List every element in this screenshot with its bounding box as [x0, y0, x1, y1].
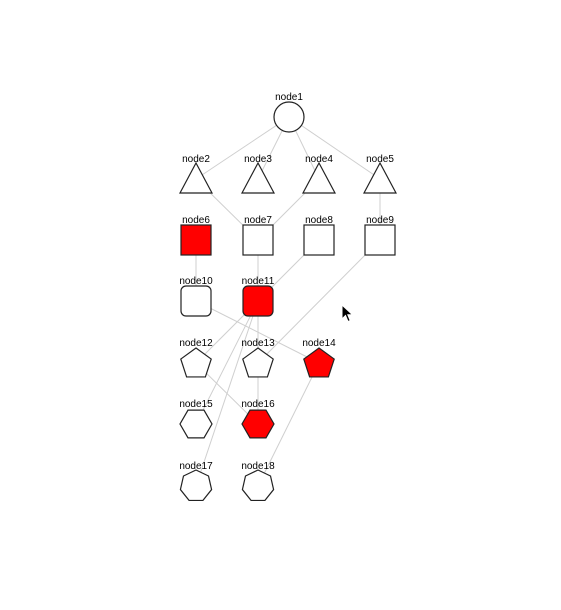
pentagon-shape-node14[interactable]	[303, 347, 335, 378]
graph-node-node11[interactable]: node11	[242, 276, 275, 317]
graph-node-node6[interactable]: node6	[180, 215, 212, 256]
graph-node-node17[interactable]: node17	[179, 461, 213, 502]
node-label: node15	[179, 399, 213, 410]
square-shape-node9[interactable]	[364, 224, 396, 256]
pentagon-shape-node13[interactable]	[242, 347, 274, 378]
graph-node-node9[interactable]: node9	[364, 215, 396, 256]
node-label: node11	[242, 276, 275, 287]
graph-node-node14[interactable]: node14	[302, 338, 336, 378]
triangle-shape-node3[interactable]	[241, 161, 275, 194]
graph-node-node12[interactable]: node12	[179, 338, 213, 378]
graph-node-node1[interactable]: node1	[273, 92, 305, 133]
graph-node-node13[interactable]: node13	[241, 338, 275, 378]
node-label: node18	[241, 461, 275, 472]
hexagon-shape-node16[interactable]	[241, 409, 275, 439]
node-label: node14	[302, 338, 336, 349]
square-shape-node7[interactable]	[242, 224, 274, 256]
rounded-square-shape-node11[interactable]	[242, 285, 274, 317]
circle-shape-node1[interactable]	[273, 101, 305, 133]
mouse-cursor-icon	[341, 304, 354, 323]
edge-node14-node18	[257, 362, 320, 487]
node-label: node13	[241, 338, 275, 349]
node-layer: node1 node2 node3 node4 node5 node6 node7 node8…	[179, 92, 397, 502]
graph-node-node4[interactable]: node4	[302, 154, 336, 194]
node-label: node2	[182, 154, 210, 165]
node-label: node3	[244, 154, 272, 165]
heptagon-shape-node18[interactable]	[241, 469, 275, 502]
hexagon-shape-node15[interactable]	[179, 409, 213, 439]
square-shape-node6[interactable]	[180, 224, 212, 256]
node-label: node16	[241, 399, 275, 410]
edge-node1-node2	[195, 116, 290, 180]
triangle-shape-node4[interactable]	[302, 161, 336, 194]
graph-node-node18[interactable]: node18	[241, 461, 275, 502]
graph-node-node16[interactable]: node16	[241, 399, 275, 439]
rounded-square-shape-node10[interactable]	[180, 285, 212, 317]
graph-node-node7[interactable]: node7	[242, 215, 274, 256]
node-label: node5	[366, 154, 394, 165]
node-label: node6	[182, 215, 210, 226]
graph-node-node15[interactable]: node15	[179, 399, 213, 439]
triangle-shape-node2[interactable]	[179, 161, 213, 194]
edge-node1-node5	[288, 116, 381, 180]
node-label: node9	[366, 215, 394, 226]
triangle-shape-node5[interactable]	[363, 161, 397, 194]
graph-node-node2[interactable]: node2	[179, 154, 213, 194]
node-label: node12	[179, 338, 213, 349]
heptagon-shape-node17[interactable]	[179, 469, 213, 502]
graph-node-node3[interactable]: node3	[241, 154, 275, 194]
edge-layer	[195, 116, 381, 487]
node-label: node8	[305, 215, 333, 226]
graph-node-node8[interactable]: node8	[303, 215, 335, 256]
edge-node11-node15	[195, 300, 259, 425]
node-label: node17	[179, 461, 213, 472]
node-label: node10	[179, 276, 213, 287]
graph-node-node10[interactable]: node10	[179, 276, 213, 317]
square-shape-node8[interactable]	[303, 224, 335, 256]
node-label: node4	[305, 154, 333, 165]
node-label: node1	[275, 92, 303, 103]
graph-node-node5[interactable]: node5	[363, 154, 397, 194]
node-label: node7	[244, 215, 272, 226]
pentagon-shape-node12[interactable]	[180, 347, 212, 378]
